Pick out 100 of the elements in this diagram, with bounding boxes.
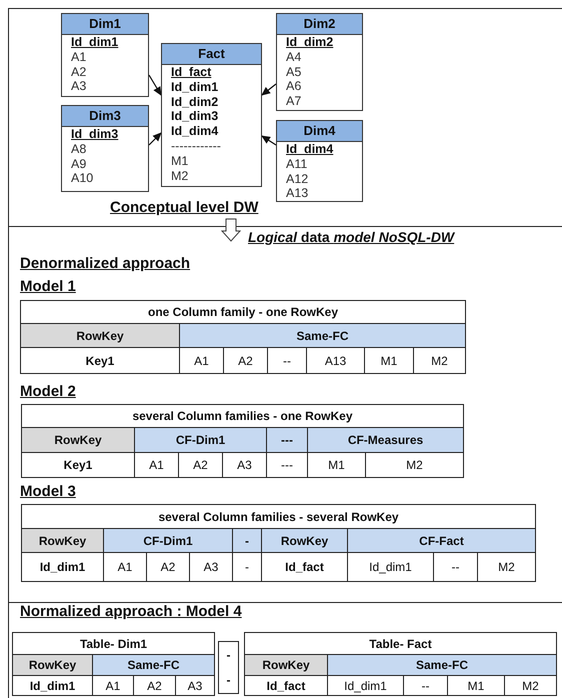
- column-header: CF-Dim1: [104, 529, 232, 552]
- attribute: A12: [285, 172, 308, 186]
- column-header: RowKey: [22, 529, 103, 552]
- attribute: ------------: [170, 138, 221, 154]
- table-cell: M2: [414, 348, 465, 373]
- attribute: Id_dim2: [170, 94, 218, 110]
- attribute: Id_dim4: [170, 124, 218, 139]
- separator-text: -: [226, 648, 230, 662]
- primary-key: Id_dim2: [277, 35, 334, 50]
- entity-name: Dim2: [277, 14, 362, 35]
- table-cell: A2: [134, 676, 175, 695]
- table-cell: --: [268, 348, 306, 373]
- attribute: A5: [285, 64, 302, 80]
- table-cell: M2: [366, 453, 463, 477]
- column-header: CF-Fact: [348, 529, 535, 552]
- attribute: A3: [70, 79, 86, 94]
- table-cell: Id_dim1: [348, 553, 433, 581]
- arrow: [148, 74, 162, 96]
- attribute: A6: [285, 79, 302, 94]
- table-cell: A2: [179, 453, 222, 477]
- table-cell: Id_fact: [245, 676, 327, 695]
- arrow: [148, 132, 162, 146]
- entity-table: [276, 13, 363, 111]
- table-cell: -: [233, 553, 261, 581]
- entity-table: [276, 120, 363, 202]
- table-cell: A3: [190, 553, 232, 581]
- entity-name: Dim3: [62, 106, 148, 127]
- arrow: [261, 84, 276, 96]
- model-heading: Model 2: [20, 383, 76, 400]
- entity-name: Dim4: [277, 121, 362, 142]
- column-header: RowKey: [13, 655, 92, 675]
- attribute: A8: [70, 142, 86, 157]
- table-title: one Column family - one RowKey: [21, 301, 465, 323]
- attribute: Id_dim1: [170, 80, 218, 95]
- section-title: Logical data model NoSQL-DW: [248, 229, 454, 245]
- section-caption: Conceptual level DW: [110, 199, 258, 216]
- table-cell: ---: [267, 453, 307, 477]
- table-cell: Key1: [21, 348, 179, 373]
- arrow: [261, 135, 276, 146]
- table-title: Table- Dim1: [13, 633, 214, 654]
- attribute: M1: [170, 154, 188, 169]
- attribute: M2: [170, 168, 188, 184]
- table-cell: M1: [448, 676, 504, 695]
- separator-text: -: [226, 673, 230, 688]
- table-title: Table- Fact: [245, 633, 556, 654]
- primary-key: Id_fact: [162, 65, 212, 80]
- table-cell: A1: [104, 553, 146, 581]
- table-cell: M1: [365, 348, 413, 373]
- table-cell: --: [434, 553, 477, 581]
- table-cell: A3: [223, 453, 266, 477]
- table-cell: A1: [135, 453, 178, 477]
- attribute: A9: [70, 156, 86, 172]
- column-header: -: [233, 529, 261, 552]
- table-cell: A1: [180, 348, 223, 373]
- table-cell: Id_fact: [262, 553, 347, 581]
- column-header: RowKey: [21, 324, 179, 347]
- attribute: A2: [70, 64, 86, 80]
- table-cell: M1: [308, 453, 365, 477]
- model-heading: Model 3: [20, 483, 76, 500]
- column-header: Same-FC: [328, 655, 556, 675]
- table-cell: --: [404, 676, 447, 695]
- table-cell: M2: [478, 553, 535, 581]
- column-header: RowKey: [22, 428, 134, 452]
- primary-key: Id_dim1: [62, 35, 118, 50]
- table-title: several Column families - several RowKey: [22, 505, 535, 528]
- entity-table: [61, 105, 149, 192]
- column-header: RowKey: [245, 655, 327, 675]
- entity-table: [161, 43, 262, 187]
- table-cell: Id_dim1: [22, 553, 103, 581]
- primary-key: Id_dim3: [62, 127, 118, 142]
- table-cell: Id_dim1: [328, 676, 403, 695]
- entity-name: Dim1: [62, 14, 148, 35]
- table-cell: A2: [224, 348, 267, 373]
- table-cell: A2: [147, 553, 189, 581]
- table-cell: Id_dim1: [13, 676, 92, 695]
- attribute: A7: [285, 94, 302, 109]
- attribute: A1: [70, 50, 86, 65]
- table-cell: Key1: [22, 453, 134, 477]
- column-header: CF-Measures: [308, 428, 463, 452]
- table-title: several Column families - one RowKey: [22, 405, 463, 427]
- table-cell: A3: [176, 676, 214, 695]
- section-heading: Denormalized approach: [20, 255, 190, 272]
- entity-name: Fact: [162, 44, 261, 65]
- column-header: RowKey: [262, 529, 347, 552]
- attribute: A4: [285, 50, 302, 65]
- table-cell: M2: [505, 676, 556, 695]
- column-header: Same-FC: [180, 324, 465, 347]
- attribute: A11: [285, 156, 308, 172]
- attribute: Id_dim3: [170, 109, 218, 124]
- table-cell: A13: [307, 348, 364, 373]
- attribute: A10: [70, 171, 94, 186]
- attribute: A13: [285, 186, 308, 202]
- column-header: Same-FC: [93, 655, 214, 675]
- table-cell: A1: [93, 676, 133, 695]
- section-heading: Normalized approach : Model 4: [20, 603, 242, 620]
- model-heading: Model 1: [20, 278, 76, 295]
- entity-table: [61, 13, 149, 97]
- column-header: CF-Dim1: [135, 428, 266, 452]
- primary-key: Id_dim4: [277, 142, 334, 157]
- column-header: ---: [267, 428, 307, 452]
